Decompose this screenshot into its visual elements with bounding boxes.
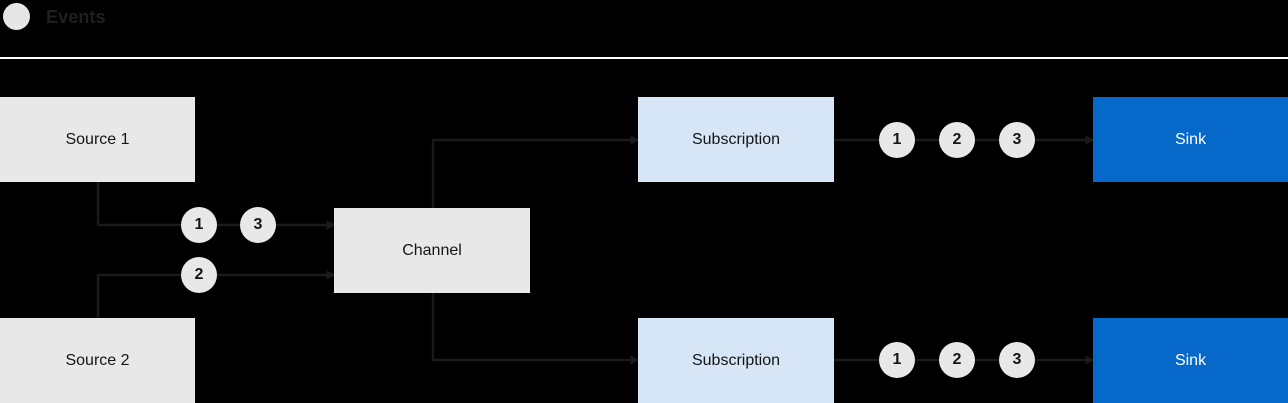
node-source-2-label: Source 2 xyxy=(65,351,130,369)
node-subscription-bottom-label: Subscription xyxy=(691,351,781,369)
events-legend-dot-icon xyxy=(3,3,30,30)
token-sub-top-3: 3 xyxy=(999,122,1035,158)
token-label: 2 xyxy=(194,266,204,283)
token-label: 1 xyxy=(194,216,204,233)
token-label: 3 xyxy=(253,216,263,233)
token-sub-top-1: 1 xyxy=(879,122,915,158)
token-label: 3 xyxy=(1012,351,1022,368)
token-label: 2 xyxy=(952,351,962,368)
events-legend-label: Events xyxy=(46,7,106,27)
node-sink-top[interactable]: Sink xyxy=(1093,97,1288,182)
node-source-1[interactable]: Source 1 xyxy=(0,97,195,182)
edge-channel-to-subscription-top xyxy=(431,135,640,208)
token-label: 3 xyxy=(1012,131,1022,148)
node-source-2[interactable]: Source 2 xyxy=(0,318,195,403)
node-channel[interactable]: Channel xyxy=(334,208,530,293)
token-sub-bottom-3: 3 xyxy=(999,342,1035,378)
token-sub-top-2: 2 xyxy=(939,122,975,158)
edge-source2-to-channel xyxy=(96,270,336,318)
token-source1-3: 3 xyxy=(240,207,276,243)
node-source-1-label: Source 1 xyxy=(65,130,130,148)
token-label: 1 xyxy=(892,131,902,148)
node-sink-bottom[interactable]: Sink xyxy=(1093,318,1288,403)
edge-channel-to-subscription-bottom xyxy=(431,293,640,365)
token-source1-1: 1 xyxy=(181,207,217,243)
header-divider xyxy=(0,57,1288,59)
node-channel-label: Channel xyxy=(402,241,462,259)
token-sub-bottom-1: 1 xyxy=(879,342,915,378)
node-sink-bottom-label: Sink xyxy=(1174,351,1207,369)
token-sub-bottom-2: 2 xyxy=(939,342,975,378)
node-subscription-top[interactable]: Subscription xyxy=(638,97,834,182)
token-source2-2: 2 xyxy=(181,257,217,293)
token-label: 2 xyxy=(952,131,962,148)
token-label: 1 xyxy=(892,351,902,368)
node-subscription-top-label: Subscription xyxy=(691,130,781,148)
node-subscription-bottom[interactable]: Subscription xyxy=(638,318,834,403)
node-sink-top-label: Sink xyxy=(1174,130,1207,148)
